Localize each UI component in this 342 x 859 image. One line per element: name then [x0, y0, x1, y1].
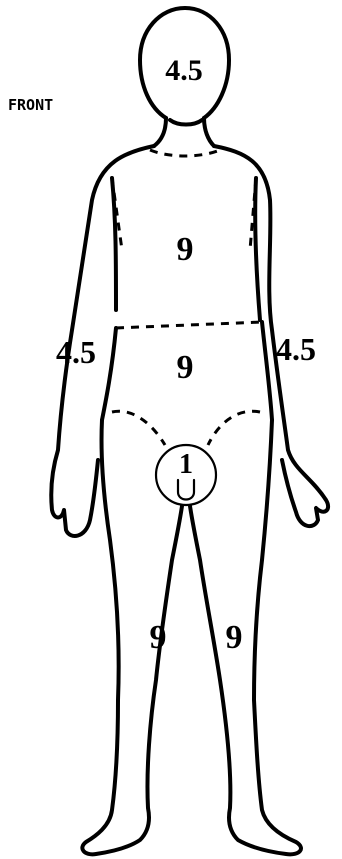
waist-dashed-line — [116, 322, 262, 328]
right-groin-dashed — [112, 411, 165, 445]
left-leg-value-label: 9 — [226, 619, 243, 656]
head-value-label: 4.5 — [165, 54, 203, 87]
collar-dashed-line — [150, 150, 220, 156]
chest-value-label: 9 — [177, 231, 194, 268]
neck-outline-right — [204, 118, 214, 146]
abdomen-value-label: 9 — [177, 349, 194, 386]
left-arm-value-label: 4.5 — [276, 331, 316, 367]
torso-left-side — [255, 178, 260, 320]
hip-right-outline — [102, 328, 116, 420]
neck-outline — [154, 118, 166, 146]
genital-value-label: 1 — [179, 449, 193, 480]
left-groin-dashed — [208, 411, 260, 445]
left-leg-outline — [190, 420, 301, 854]
chin-line — [170, 120, 202, 125]
right-arm-value-label: 4.5 — [56, 334, 96, 370]
hip-left-outline — [262, 322, 272, 420]
right-leg-value-label: 9 — [150, 619, 167, 656]
genital-symbol-outer — [178, 480, 194, 500]
right-leg-outline — [82, 420, 182, 854]
front-label: FRONT — [8, 96, 53, 114]
